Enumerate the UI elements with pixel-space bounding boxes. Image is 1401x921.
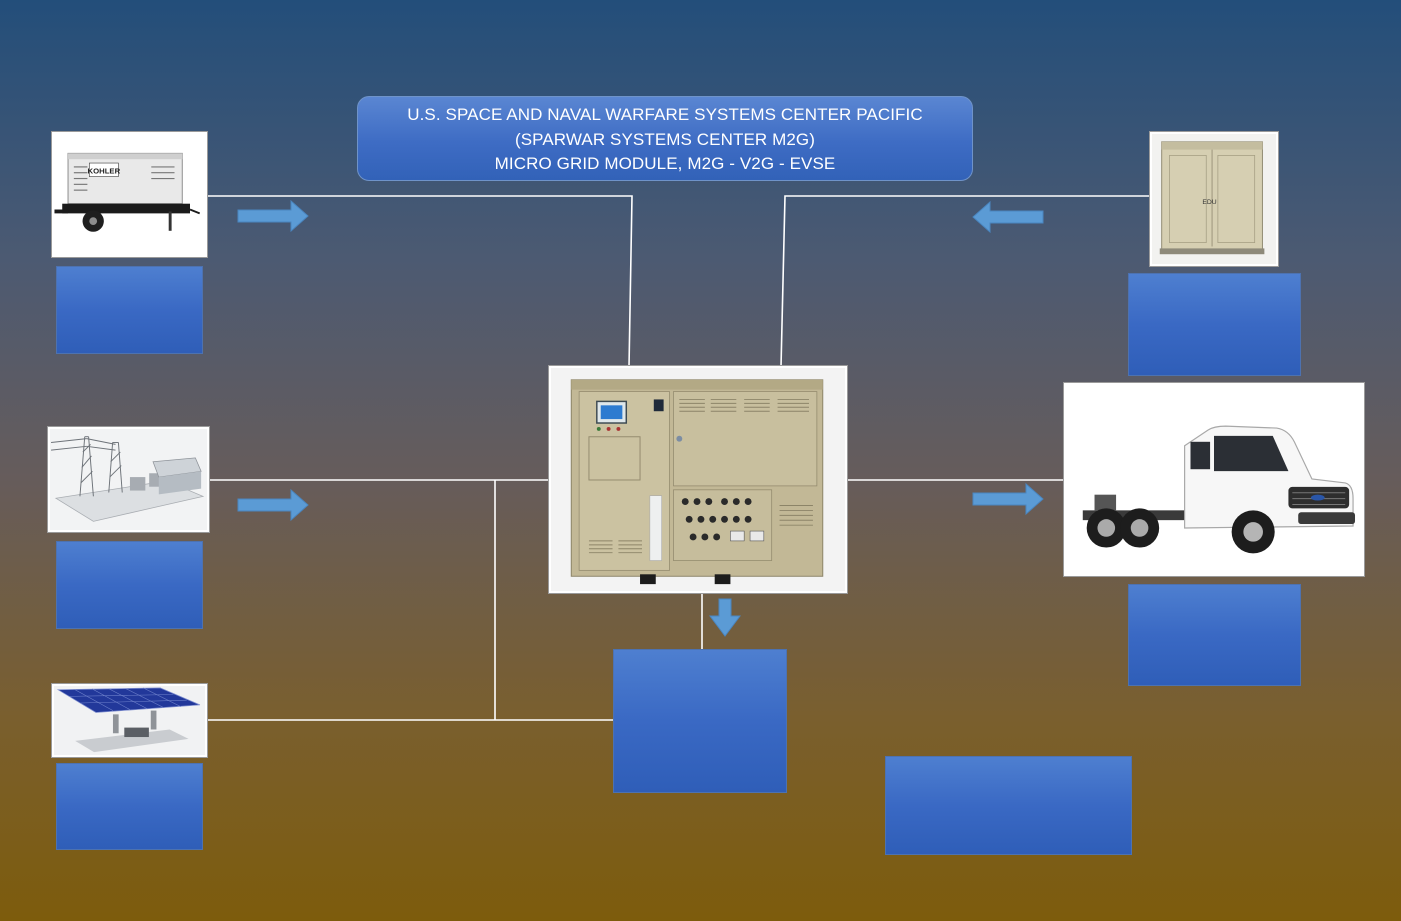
arrow-right-generator	[237, 199, 309, 233]
generator-connector	[206, 195, 633, 368]
arrow-right-substation	[237, 488, 309, 522]
title-line-1: U.S. SPACE AND NAVAL WARFARE SYSTEMS CEN…	[407, 105, 923, 124]
solar-array-icon	[56, 687, 201, 753]
arrow-down-module	[709, 598, 741, 637]
title-line-2: (SPARWAR SYSTEMS CENTER M2G)	[514, 129, 816, 149]
cabinet-label: EDU	[1202, 199, 1216, 206]
generator-brand: KOHLER	[88, 167, 121, 176]
electrical-substation-icon	[51, 436, 205, 522]
output-label-box	[613, 649, 787, 793]
power-cabinet-image: EDU	[1150, 132, 1278, 266]
electric-truck-icon	[1082, 425, 1356, 554]
truck-image	[1064, 383, 1364, 576]
generator-label-box	[56, 266, 203, 354]
solar-image	[52, 684, 207, 757]
truck-label-box	[1128, 584, 1301, 686]
info-label-box	[885, 756, 1132, 855]
solar-label-box	[56, 763, 203, 850]
title-line-3: MICRO GRID MODULE, M2G - V2G - EVSE	[494, 154, 836, 173]
microgrid-module-image	[549, 366, 847, 593]
cabinet-label-box	[1128, 273, 1301, 376]
title-banner: U.S. SPACE AND NAVAL WARFARE SYSTEMS CEN…	[357, 96, 973, 181]
microgrid-module-cabinet-icon	[570, 379, 824, 585]
mobile-generator-icon: KOHLER	[54, 152, 201, 232]
substation-image	[48, 427, 209, 532]
substation-label-box	[56, 541, 203, 629]
arrow-left-cabinet	[972, 200, 1044, 234]
power-cabinet-icon: EDU	[1159, 141, 1265, 255]
cabinet-connector	[780, 195, 1151, 368]
generator-image: KOHLER	[52, 132, 207, 257]
arrow-right-truck	[972, 482, 1044, 516]
